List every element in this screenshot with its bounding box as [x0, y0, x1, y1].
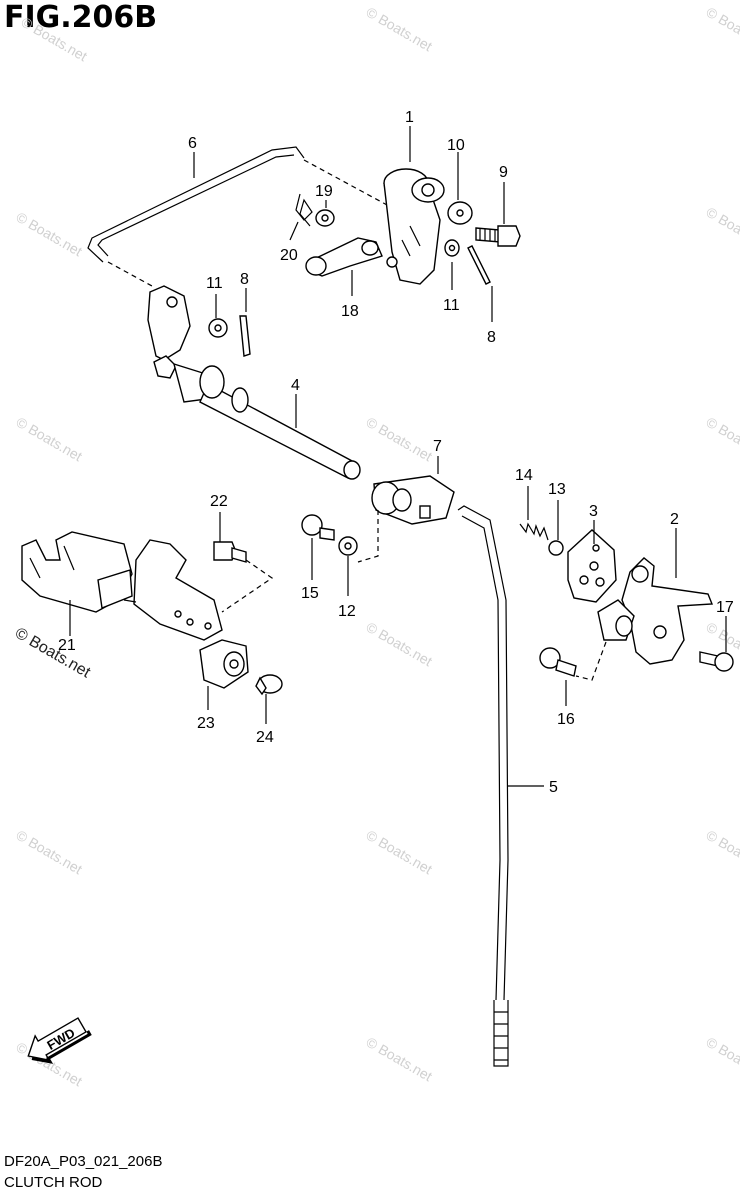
watermark-text: © Boats.net: [704, 4, 740, 55]
callout-16: 16: [557, 711, 575, 728]
callout-14: 14: [515, 467, 533, 484]
center-bracket: [123, 539, 223, 641]
part-6-rod: [87, 146, 305, 263]
callout-17: 17: [716, 599, 734, 616]
callout-23: 23: [197, 715, 215, 732]
callout-11-right: 11: [443, 297, 460, 314]
callout-10: 10: [447, 137, 465, 154]
callout-2: 2: [670, 511, 679, 528]
part-3-plate: [567, 529, 617, 603]
watermark-text: © Boats.net: [14, 827, 86, 878]
callout-9: 9: [499, 164, 508, 181]
part-12-nut-hole: [344, 542, 352, 550]
part-20-clip: [295, 193, 313, 227]
part-11-washer-left-hole: [214, 324, 222, 332]
watermark-text: © Boats.net: [364, 1034, 436, 1085]
part-23-block: [199, 639, 249, 689]
callout-13: 13: [548, 481, 566, 498]
part-17-bolt: [699, 651, 734, 672]
callout-22: 22: [210, 493, 228, 510]
figure-code: DF20A_P03_021_206B: [4, 1153, 163, 1170]
figure-title: FIG.206B: [4, 0, 158, 35]
part-5-rod: [457, 505, 509, 1067]
callout-8-right: 8: [487, 329, 496, 346]
leader-dashed: [107, 261, 153, 287]
callout-12: 12: [338, 603, 356, 620]
callout-21: 21: [58, 637, 76, 654]
watermark-text: © Boats.net: [704, 414, 740, 465]
watermark-text-dark: © Boats.net: [12, 625, 94, 682]
watermark-text: © Boats.net: [364, 619, 436, 670]
watermark-text: © Boats.net: [14, 414, 86, 465]
callout-20: 20: [280, 247, 298, 264]
watermark-text: © Boats.net: [14, 209, 86, 260]
watermark-text: © Boats.net: [19, 14, 91, 65]
leader-dashed: [303, 159, 401, 213]
callout-6: 6: [188, 135, 197, 152]
callout-1: 1: [405, 109, 414, 126]
watermark-text: © Boats.net: [704, 827, 740, 878]
left-arm-bracket: [147, 285, 191, 379]
part-24-pin: [255, 674, 283, 696]
part-15-bolt: [301, 514, 335, 541]
callout-4: 4: [291, 377, 300, 394]
part-4-shaft: [173, 362, 361, 480]
part-7-lever: [371, 475, 455, 525]
callout-3: 3: [589, 503, 598, 520]
callout-7: 7: [433, 438, 442, 455]
part-16-bolt: [539, 647, 577, 677]
leader-dashed: [575, 641, 607, 681]
part-13-ball: [548, 540, 564, 556]
watermark-text: © Boats.net: [364, 414, 436, 465]
callout-18: 18: [341, 303, 359, 320]
callout-8-left: 8: [240, 271, 249, 288]
part-19-washer-hole: [321, 214, 329, 222]
callout-labels: 1 2 3 4 5 6 7 8 8 9 10 11 11 12 13 14 15…: [58, 109, 734, 796]
part-18-link: [305, 237, 383, 277]
callout-5: 5: [549, 779, 558, 796]
part-1-lever: [383, 168, 445, 285]
watermark-text: © Boats.net: [704, 1034, 740, 1085]
callout-24: 24: [256, 729, 274, 746]
part-9-bolt: [475, 225, 521, 247]
callout-11-left: 11: [206, 275, 223, 292]
watermark-text: © Boats.net: [364, 4, 436, 55]
part-22-bolt: [213, 541, 247, 563]
callout-19: 19: [315, 183, 333, 200]
part-8-pin-left: [239, 315, 251, 357]
leader-lines: [69, 126, 727, 787]
leader-dashed: [357, 510, 379, 563]
leader-dashed: [221, 559, 274, 613]
part-2-lever: [597, 557, 714, 665]
callout-15: 15: [301, 585, 319, 602]
watermark-text: © Boats.net: [704, 204, 740, 255]
part-14-spring: [519, 522, 549, 541]
figure-name: CLUTCH ROD: [4, 1174, 103, 1191]
part-21-bracket: [21, 531, 133, 613]
part-8-pin-right: [467, 245, 491, 285]
watermark-text: © Boats.net: [364, 827, 436, 878]
part-10-washer-hole: [456, 209, 464, 217]
part-11-washer-right-hole: [448, 244, 456, 252]
